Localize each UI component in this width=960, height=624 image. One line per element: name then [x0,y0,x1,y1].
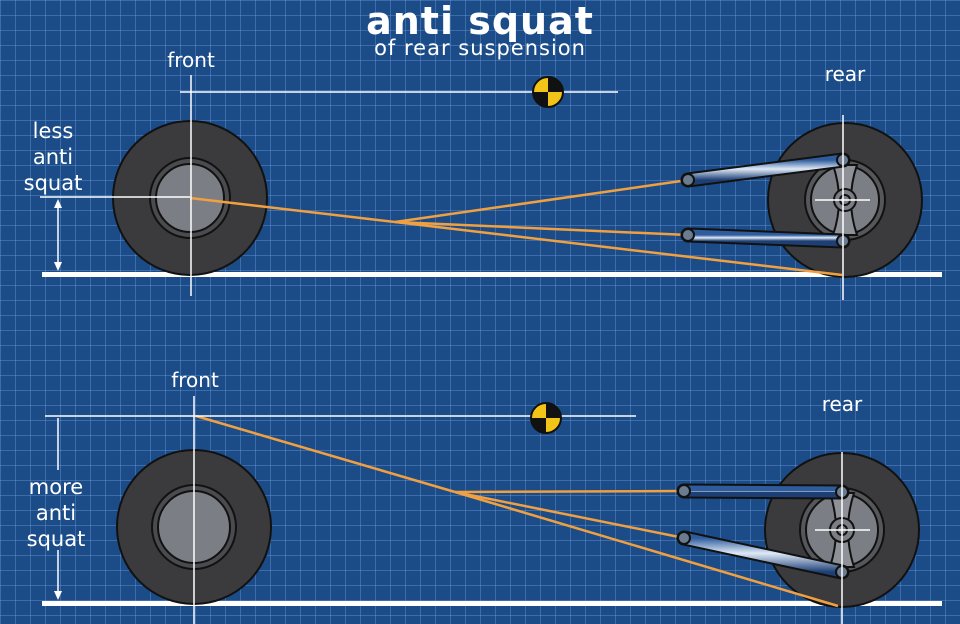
anti-squat-lines [195,414,839,608]
cg-marker-icon [530,402,562,434]
side-label-more-anti-squat: more anti squat [4,474,108,552]
ground-line [42,272,942,277]
side-label-line: less [32,119,74,143]
rear-label: rear [824,62,866,86]
front-label: front [167,48,215,72]
arrow-up-icon [54,199,62,208]
upper-link-arm [680,152,851,188]
upper-link-arm [676,483,850,500]
panel-more-anti-squat [42,396,942,624]
side-label-less-anti-squat: less anti squat [6,118,100,196]
ground-line [42,601,942,606]
page-title: anti squat [366,0,594,43]
arrow-down-icon [54,591,62,600]
rear-label: rear [821,392,863,416]
anti-squat-lines [189,178,843,277]
side-label-line: anti [35,501,77,525]
panel-less-anti-squat [40,75,942,300]
front-label: front [171,368,219,392]
side-label-line: squat [23,171,83,195]
arrow-down-icon [54,262,62,271]
page-subtitle: of rear suspension [374,36,586,60]
side-label-line: squat [26,527,86,551]
cg-marker-icon [532,76,564,108]
side-label-line: more [28,475,84,499]
side-label-line: anti [32,145,74,169]
